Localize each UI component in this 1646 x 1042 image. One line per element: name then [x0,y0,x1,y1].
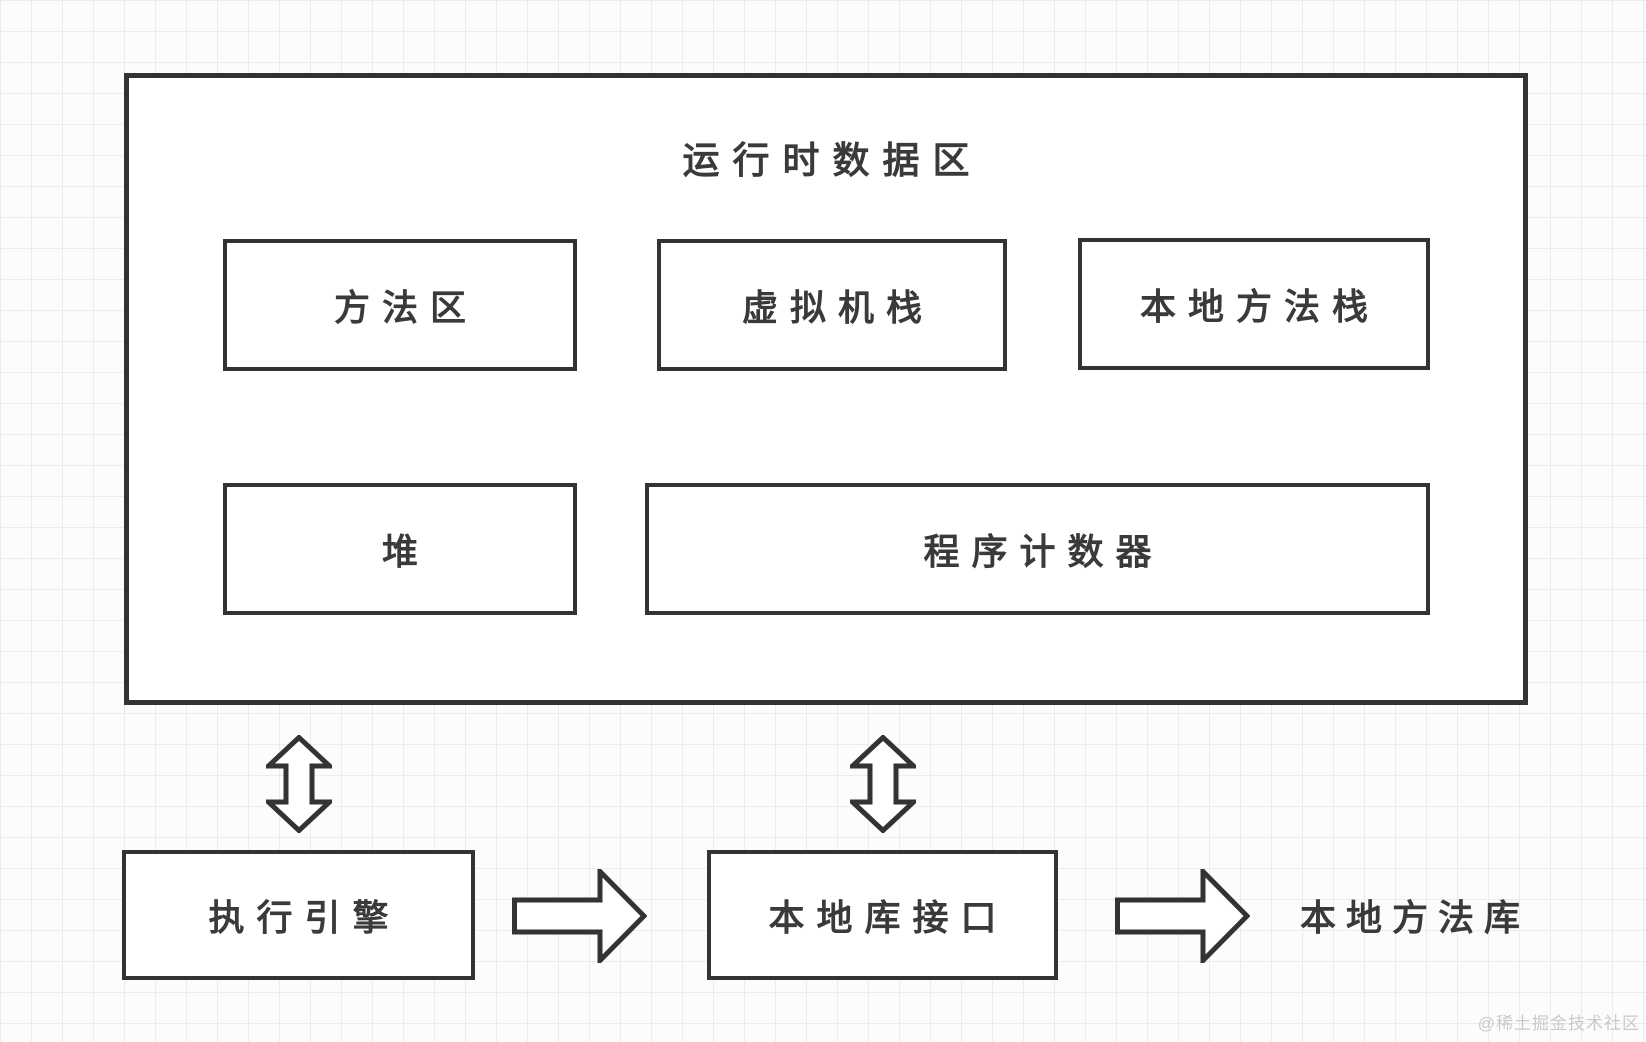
right-arrow-icon [512,869,647,963]
runtime-area-title: 运行时数据区 [129,130,1523,184]
right-arrow-icon [1115,869,1250,963]
program-counter-label: 程序计数器 [923,531,1164,572]
native-method-stack-box: 本地方法栈 [1078,238,1430,370]
method-area-box: 方法区 [223,239,577,371]
vm-stack-box: 虚拟机栈 [657,239,1007,371]
native-method-stack-label: 本地方法栈 [1139,286,1380,327]
native-method-library-label: 本地方法库 [1280,850,1540,980]
native-library-interface-box: 本地库接口 [707,850,1058,980]
method-area-label: 方法区 [333,287,478,328]
double-vertical-arrow-icon [850,735,916,833]
native-library-interface-label: 本地库接口 [768,897,1009,938]
execution-engine-box: 执行引擎 [122,850,475,980]
vm-stack-label: 虚拟机栈 [741,287,934,328]
runtime-area-title-text: 运行时数据区 [682,140,983,181]
double-vertical-arrow-icon [266,735,332,833]
heap-label: 堆 [381,531,430,572]
program-counter-box: 程序计数器 [645,483,1430,615]
heap-box: 堆 [223,483,577,615]
native-method-library-text: 本地方法库 [1299,897,1530,938]
watermark: @稀土掘金技术社区 [1477,1014,1640,1033]
execution-engine-label: 执行引擎 [208,897,401,938]
runtime-data-area-box: 运行时数据区 方法区 虚拟机栈 本地方法栈 堆 程序计数器 [124,73,1528,705]
